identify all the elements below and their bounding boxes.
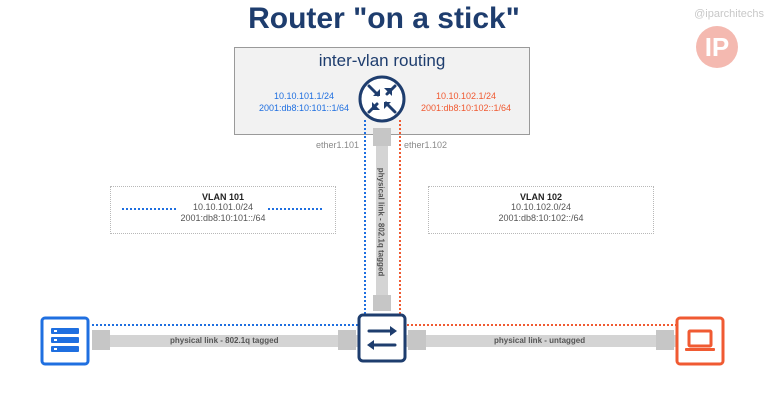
switch-right-port-stub — [408, 330, 426, 350]
port-label-right: ether1.102 — [404, 140, 448, 150]
watermark: @iparchitechs — [694, 8, 764, 20]
router-port-stub — [373, 128, 391, 146]
port-label-left: ether1.101 — [316, 140, 360, 150]
server-icon[interactable] — [40, 316, 90, 366]
left-link-label: physical link - 802.1q tagged — [170, 336, 279, 345]
router-red-addresses: 10.10.102.1/24 2001:db8:10:102::1/64 — [407, 90, 525, 114]
vlan101-ipv6: 2001:db8:10:101::/64 — [180, 213, 266, 223]
vlan102-box: VLAN 102 10.10.102.0/24 2001:db8:10:102:… — [428, 186, 654, 234]
vlan102-ipv6: 2001:db8:10:102::/64 — [498, 213, 584, 223]
vertical-physical-link — [376, 128, 388, 308]
laptop-port-stub — [656, 330, 674, 350]
router-title: inter-vlan routing — [318, 51, 446, 70]
server-port-stub — [92, 330, 110, 350]
router-blue-ipv4: 10.10.101.1/24 — [273, 91, 335, 101]
router-red-ipv6: 2001:db8:10:102::1/64 — [420, 103, 512, 113]
router-red-ipv4: 10.10.102.1/24 — [435, 91, 497, 101]
diagram-title: Router "on a stick" — [248, 2, 520, 35]
switch-top-port-stub — [373, 295, 391, 311]
switch-left-port-stub — [338, 330, 356, 350]
right-link-label: physical link - untagged — [494, 336, 586, 345]
router-blue-ipv6: 2001:db8:10:101::1/64 — [258, 103, 350, 113]
ip-logo: IP — [696, 26, 738, 68]
laptop-icon[interactable] — [675, 316, 725, 366]
vlan101-box: VLAN 101 10.10.101.0/24 2001:db8:10:101:… — [110, 186, 336, 234]
switch-icon[interactable] — [357, 313, 407, 363]
router-blue-addresses: 10.10.101.1/24 2001:db8:10:101::1/64 — [249, 90, 359, 114]
vlan102-ipv4: 10.10.102.0/24 — [510, 202, 572, 212]
router-icon[interactable] — [357, 74, 407, 124]
vertical-link-label: physical link - 802.1q tagged — [376, 167, 386, 277]
vlan101-ipv4: 10.10.101.0/24 — [192, 202, 254, 212]
vlan102-title: VLAN 102 — [519, 192, 563, 202]
vlan101-title: VLAN 101 — [201, 192, 245, 202]
